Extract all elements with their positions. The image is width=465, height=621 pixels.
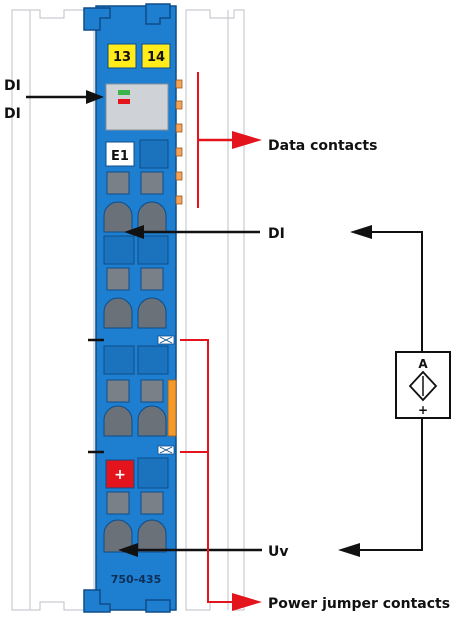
clamp-slot bbox=[137, 201, 167, 233]
label-power-jumper-contacts: Power jumper contacts bbox=[268, 596, 450, 612]
clamp-slot bbox=[103, 297, 133, 329]
terminal-label-13-text: 13 bbox=[113, 50, 131, 65]
release-button bbox=[106, 491, 130, 515]
label-uv: Uv bbox=[268, 544, 289, 560]
led-red bbox=[118, 99, 130, 104]
data-contact-pins bbox=[175, 79, 183, 205]
sensor-label-plus: + bbox=[418, 403, 428, 417]
power-marker bbox=[105, 459, 135, 489]
channel-label-text: E1 bbox=[111, 149, 129, 164]
clamp-slot bbox=[103, 519, 133, 553]
label-di-status-2: DI bbox=[4, 106, 21, 122]
terminal-label-14 bbox=[141, 43, 171, 69]
diamond-icon bbox=[408, 370, 438, 402]
clamp-slot bbox=[137, 297, 167, 329]
clamp-slot bbox=[137, 519, 167, 553]
clamp-slot bbox=[103, 405, 133, 437]
sensor-label-a: A bbox=[418, 357, 428, 371]
power-jumper-contact bbox=[167, 379, 177, 437]
release-button bbox=[106, 267, 130, 291]
clamp-slot bbox=[103, 201, 133, 233]
release-button bbox=[140, 267, 164, 291]
terminal-label-14-text: 14 bbox=[147, 50, 165, 65]
led-green bbox=[118, 90, 130, 95]
sensor-symbol bbox=[395, 351, 451, 419]
led-window bbox=[105, 83, 169, 131]
power-marker-symbol: + bbox=[114, 467, 126, 483]
terminal-label-13 bbox=[107, 43, 137, 69]
release-button bbox=[140, 379, 164, 403]
release-button bbox=[106, 171, 130, 195]
part-number: 750-435 bbox=[111, 573, 162, 586]
release-button bbox=[106, 379, 130, 403]
sensor-wiring bbox=[360, 231, 423, 551]
label-di-status-1: DI bbox=[4, 78, 21, 94]
clamp-slot bbox=[137, 405, 167, 437]
release-button bbox=[140, 171, 164, 195]
channel-label bbox=[105, 141, 135, 167]
label-di-input: DI bbox=[268, 226, 285, 242]
release-button bbox=[140, 491, 164, 515]
io-module: 13 14 E1 + bbox=[83, 3, 183, 613]
power-jumper-bracket bbox=[180, 339, 232, 603]
label-data-contacts: Data contacts bbox=[268, 138, 377, 154]
